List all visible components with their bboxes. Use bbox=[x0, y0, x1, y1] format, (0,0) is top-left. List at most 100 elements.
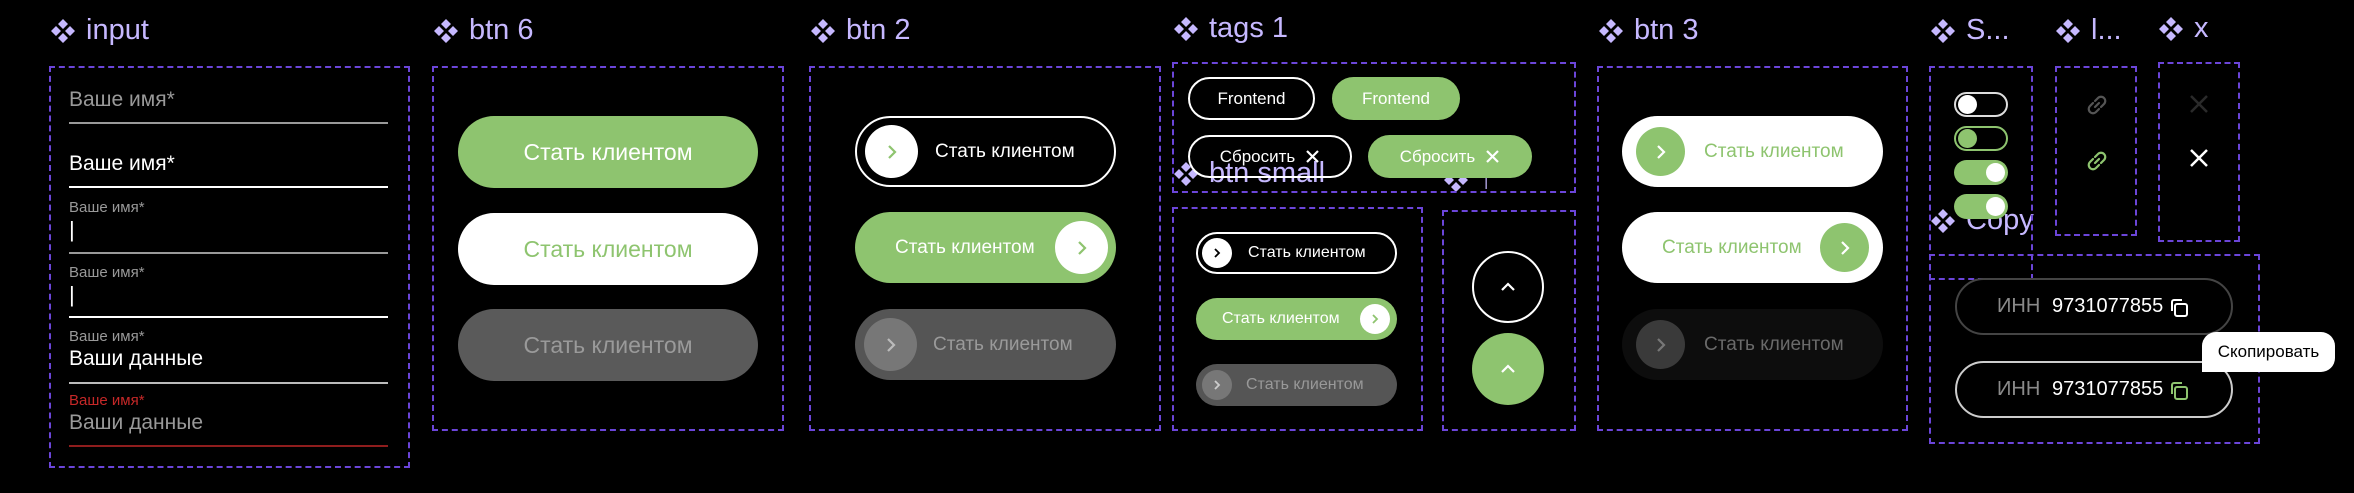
copy-inn-field-hover[interactable]: ИНН 9731077855 bbox=[1955, 361, 2233, 418]
copy-inn-field-default[interactable]: ИНН 9731077855 bbox=[1955, 278, 2233, 335]
input-underline bbox=[69, 122, 388, 124]
button-label: Стать клиентом bbox=[935, 140, 1075, 162]
toggle-knob bbox=[1958, 95, 1977, 114]
section-title-l: l... bbox=[2055, 14, 2122, 47]
toggle-knob bbox=[1958, 129, 1977, 148]
section-title-btn6: btn 6 bbox=[433, 14, 534, 47]
component-icon bbox=[434, 18, 458, 43]
button-label: Стать клиентом bbox=[1222, 310, 1340, 327]
component-icon bbox=[51, 18, 75, 43]
inn-label: ИНН bbox=[1997, 378, 2041, 400]
toggle-switch-hover[interactable] bbox=[1954, 126, 2008, 151]
button-label: Стать клиентом bbox=[1248, 244, 1366, 261]
cta-arrow-button-disabled[interactable]: Стать клиентом bbox=[855, 309, 1116, 380]
component-icon bbox=[811, 18, 835, 43]
frame-btn6 bbox=[432, 66, 784, 431]
close-icon bbox=[1306, 150, 1320, 163]
section-title-btn2: btn 2 bbox=[810, 14, 911, 47]
small-arrow-button-primary[interactable]: Стать клиентом bbox=[1196, 298, 1397, 340]
input-label: Ваше имя* bbox=[69, 264, 145, 281]
section-title-s: S... bbox=[1930, 14, 2010, 47]
input-label: Ваше имя* bbox=[69, 199, 145, 216]
copy-tooltip: Скопировать bbox=[2202, 332, 2335, 372]
component-icon bbox=[1599, 18, 1623, 43]
toggle-switch-on[interactable] bbox=[1954, 160, 2008, 185]
toggle-switch-on-2[interactable] bbox=[1954, 194, 2008, 219]
button-label: Стать клиентом bbox=[1704, 140, 1844, 162]
inn-value: 9731077855 bbox=[2052, 295, 2164, 317]
button-label: Стать клиентом bbox=[1704, 333, 1844, 355]
component-icon bbox=[2159, 16, 2183, 41]
input-placeholder: Ваше имя* bbox=[69, 88, 175, 111]
arrow-right-icon bbox=[1202, 370, 1232, 400]
section-title-tags1: tags 1 bbox=[1173, 12, 1288, 45]
scroll-up-button-primary[interactable] bbox=[1472, 333, 1544, 405]
inn-label: ИНН bbox=[1997, 295, 2041, 317]
frame-close bbox=[2158, 62, 2240, 242]
arrow-right-icon bbox=[1055, 221, 1108, 274]
cta-arrow-button-white[interactable]: Стать клиентом bbox=[1622, 116, 1883, 187]
inn-value: 9731077855 bbox=[2052, 378, 2164, 400]
input-label: Ваше имя* bbox=[69, 328, 145, 345]
tag-reset-active[interactable]: Сбросить bbox=[1368, 135, 1532, 178]
close-icon[interactable] bbox=[2187, 146, 2211, 170]
button-label: Стать клиентом bbox=[1662, 236, 1802, 258]
copy-icon bbox=[2171, 382, 2188, 400]
small-arrow-button-disabled[interactable]: Стать клиентом bbox=[1196, 364, 1397, 406]
toggle-switch-off[interactable] bbox=[1954, 92, 2008, 117]
section-title-btn3: btn 3 bbox=[1598, 14, 1699, 47]
frame-btn-small bbox=[1172, 207, 1423, 431]
cta-arrow-button-primary[interactable]: Стать клиентом bbox=[855, 212, 1116, 283]
component-icon bbox=[2056, 18, 2080, 43]
input-cursor: | bbox=[69, 217, 75, 242]
frame-up bbox=[1442, 210, 1576, 431]
arrow-right-icon bbox=[1360, 304, 1390, 334]
input-underline bbox=[69, 316, 388, 318]
frame-tags1 bbox=[1172, 62, 1576, 193]
button-label: Стать клиентом bbox=[933, 333, 1073, 355]
arrow-right-icon bbox=[865, 125, 918, 178]
component-icon bbox=[1174, 16, 1198, 41]
toggle-knob bbox=[1986, 163, 2005, 182]
tag-frontend-active[interactable]: Frontend bbox=[1332, 77, 1460, 120]
chevron-up-icon bbox=[1501, 282, 1515, 291]
toggle-knob bbox=[1986, 197, 2005, 216]
input-value: Ваши данные bbox=[69, 347, 203, 370]
arrow-right-icon bbox=[1202, 238, 1232, 268]
frame-btn2 bbox=[809, 66, 1161, 431]
tag-reset[interactable]: Сбросить bbox=[1188, 135, 1352, 178]
cta-arrow-button-dark[interactable]: Стать клиентом bbox=[1622, 309, 1883, 380]
button-label: Стать клиентом bbox=[895, 236, 1035, 258]
close-icon-disabled[interactable] bbox=[2187, 92, 2211, 116]
button-label: Стать клиентом bbox=[1246, 376, 1364, 393]
frame-btn3 bbox=[1597, 66, 1908, 431]
cta-arrow-button-white-right[interactable]: Стать клиентом bbox=[1622, 212, 1883, 283]
cta-button-inverse[interactable]: Стать клиентом bbox=[458, 213, 758, 285]
component-icon bbox=[1931, 18, 1955, 43]
input-underline bbox=[69, 186, 388, 188]
close-icon bbox=[1486, 150, 1500, 163]
link-icon[interactable] bbox=[2082, 90, 2112, 120]
arrow-right-icon bbox=[1636, 320, 1685, 369]
frame-link bbox=[2055, 66, 2137, 236]
section-title-input: input bbox=[50, 14, 149, 47]
input-placeholder: Ваше имя* bbox=[69, 152, 175, 175]
arrow-right-icon bbox=[1636, 127, 1685, 176]
cta-button-primary[interactable]: Стать клиентом bbox=[458, 116, 758, 188]
tag-frontend[interactable]: Frontend bbox=[1188, 77, 1315, 120]
cta-arrow-button-outline[interactable]: Стать клиентом bbox=[855, 116, 1116, 187]
input-value: Ваши данные bbox=[69, 411, 203, 434]
tag-label: Сбросить bbox=[1219, 146, 1296, 166]
tag-label: Сбросить bbox=[1399, 146, 1476, 166]
link-icon-active[interactable] bbox=[2082, 146, 2112, 176]
copy-icon bbox=[2171, 299, 2188, 317]
chevron-up-icon bbox=[1501, 364, 1515, 373]
cta-button-disabled[interactable]: Стать клиентом bbox=[458, 309, 758, 381]
scroll-up-button-outline[interactable] bbox=[1472, 251, 1544, 323]
arrow-right-icon bbox=[1820, 223, 1869, 272]
input-cursor: | bbox=[69, 282, 75, 307]
small-arrow-button-outline[interactable]: Стать клиентом bbox=[1196, 232, 1397, 274]
section-title-x: x bbox=[2158, 12, 2209, 45]
input-error-underline bbox=[69, 445, 388, 447]
arrow-right-icon bbox=[864, 318, 917, 371]
